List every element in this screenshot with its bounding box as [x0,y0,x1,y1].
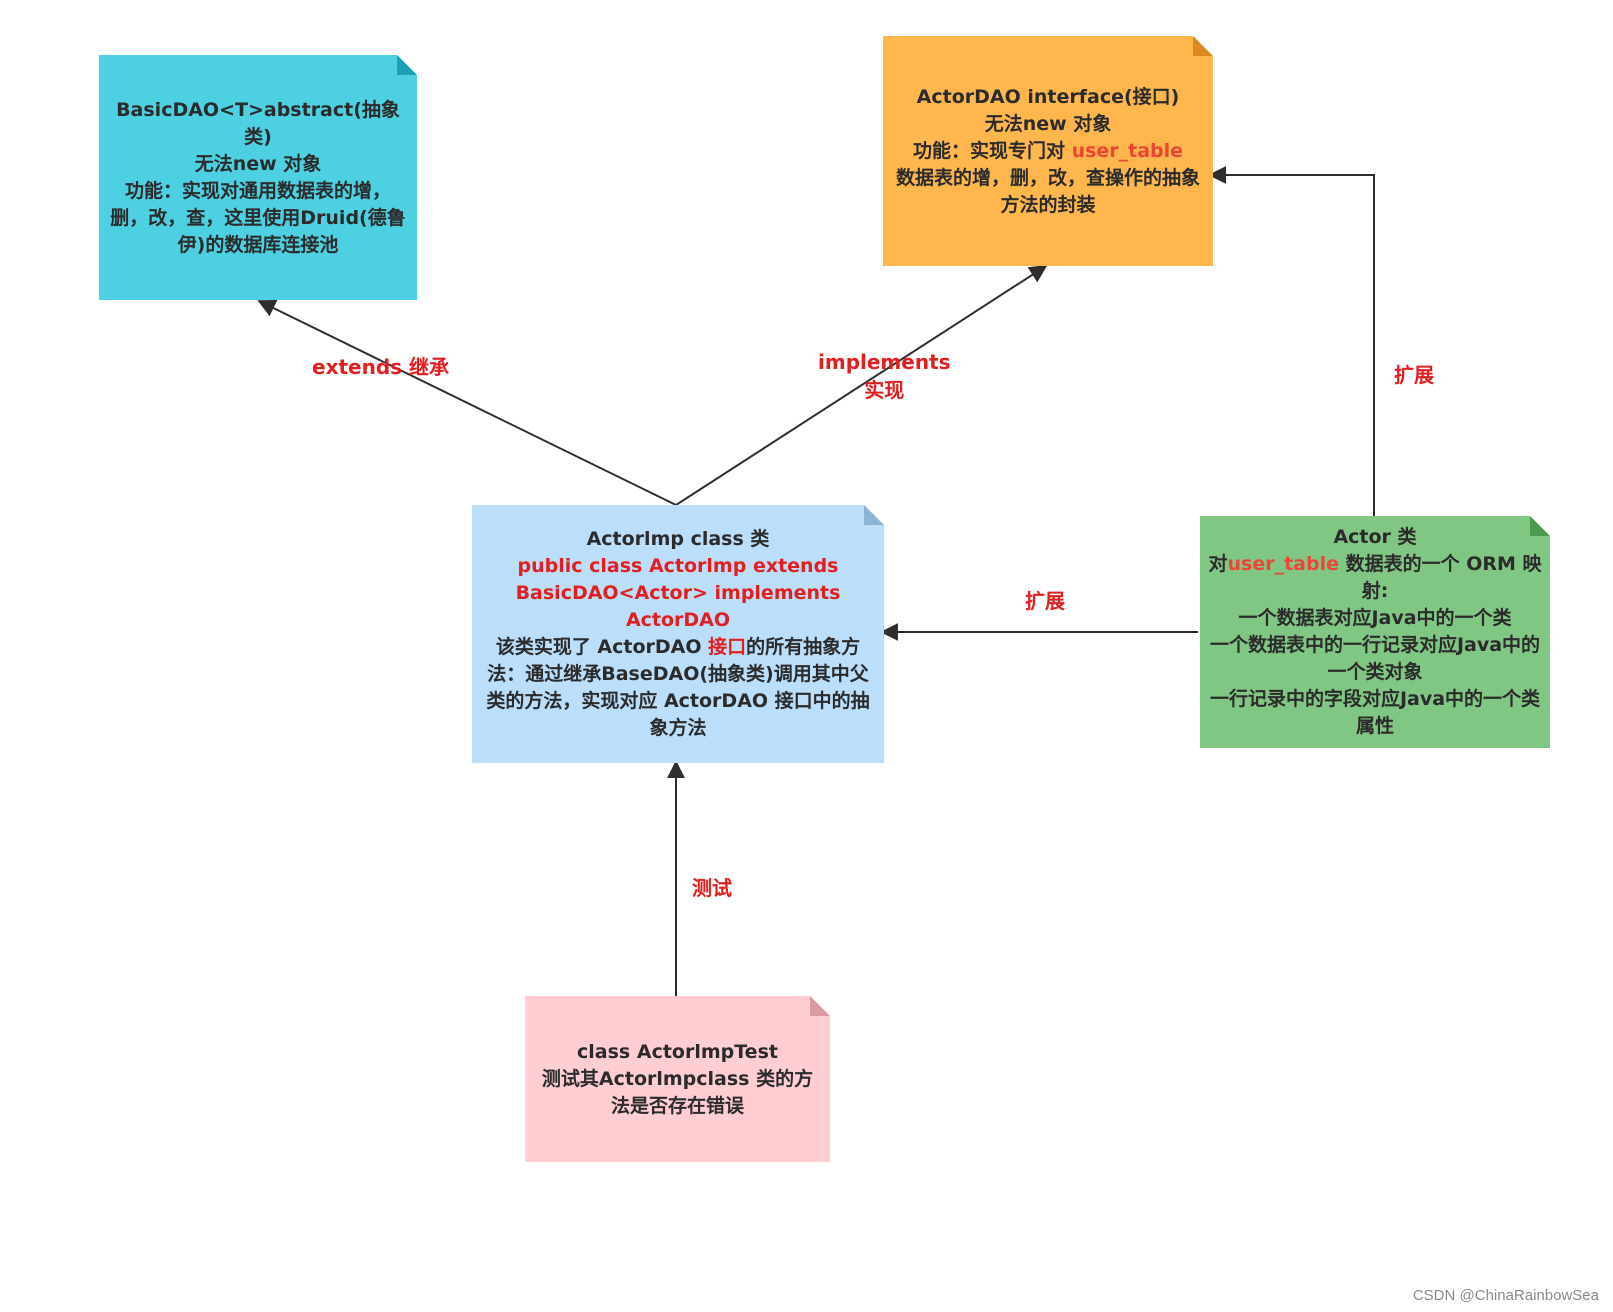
edge-label-implements: implements 实现 [818,350,951,402]
actor-imp-desc-suffix: 的所有抽象方法：通过继承BaseDAO(抽象类)调用其中父类的方法，实现对应 A… [486,636,870,739]
actor-dao-table-highlight: user_table [1071,139,1184,162]
actor-imp-test-description: 测试其Actorlmpclass 类的方法是否存在错误 [541,1067,814,1117]
actor-mapping-class: 一个数据表对应Java中的一个类 [1238,607,1512,629]
edge-label-extend-right: 扩展 [1394,363,1434,387]
basic-dao-title: BasicDAO<T>abstract(抽象类) [116,98,400,148]
note-fold [810,996,830,1016]
edge-label-extends: extends 继承 [312,355,450,379]
actor-imp-text: Actorlmp class 类 public class Actorlmp e… [480,505,876,763]
actor-imp-title: Actorlmp class 类 [586,528,770,550]
actor-imp-test-note: class ActorlmpTest 测试其Actorlmpclass 类的方法… [525,996,830,1162]
actor-orm-suffix: 数据表的一个 ORM 映射: [1338,553,1542,602]
note-body [99,55,417,300]
actor-imp-interface-highlight: 接口 [708,636,747,658]
actor-dao-no-new: 无法new 对象 [984,112,1112,135]
note-body [1200,516,1550,748]
basic-dao-text: BasicDAO<T>abstract(抽象类) 无法new 对象 功能：实现对… [107,55,409,300]
note-fold [864,505,884,525]
actor-dao-function-cont: 数据表的增，删，改，查操作的抽象方法的封装 [895,166,1200,216]
note-fold [1530,516,1550,536]
actor-dao-title: ActorDAO interface(接口) [916,85,1180,108]
edge-label-extend-mid: 扩展 [1025,589,1065,613]
edge-implements [675,265,1048,506]
note-shape [883,36,1213,266]
watermark: CSDN @ChinaRainbowSea [1412,1287,1599,1304]
edge-actor-to-actordao [1208,166,1375,518]
note-shape [1200,516,1550,748]
actor-dao-note: ActorDAO interface(接口) 无法new 对象 功能：实现专门对… [883,36,1213,266]
actor-imp-note: Actorlmp class 类 public class Actorlmp e… [472,505,884,763]
note-body [525,996,830,1162]
edge-label-test: 测试 [692,876,732,900]
basic-dao-no-new: 无法new 对象 [194,152,322,175]
actor-imp-test-text: class ActorlmpTest 测试其Actorlmpclass 类的方法… [533,996,822,1162]
actor-text: Actor 类 对user_table 数据表的一个 ORM 映射: 一个数据表… [1208,516,1542,748]
actor-orm: 对user_table 数据表的一个 ORM 映射: [1208,551,1542,605]
actor-title: Actor 类 [1333,526,1417,548]
note-body [472,505,884,763]
actor-imp-declaration: public class Actorlmp extends BasicDAO<A… [515,555,841,631]
basic-dao-note: BasicDAO<T>abstract(抽象类) 无法new 对象 功能：实现对… [99,55,417,300]
edge-extends [257,300,677,506]
actor-orm-prefix: 对 [1208,553,1228,575]
note-shape [472,505,884,763]
note-fold [397,55,417,75]
basic-dao-function: 功能：实现对通用数据表的增，删，改，查，这里使用Druid(德鲁伊)的数据库连接… [110,179,406,256]
actor-mapping-attribute: 一行记录中的字段对应Java中的一个类属性 [1209,688,1541,737]
actor-dao-function: 功能：实现专门对 user_table [913,138,1183,165]
note-shape [525,996,830,1162]
actor-imp-test-title: class ActorlmpTest [577,1040,778,1063]
actor-imp-description: 该类实现了 ActorDAO 接口的所有抽象方法：通过继承BaseDAO(抽象类… [480,634,876,742]
note-fold [1193,36,1213,56]
actor-dao-function-prefix: 功能：实现专门对 [912,139,1072,162]
actor-dao-text: ActorDAO interface(接口) 无法new 对象 功能：实现专门对… [891,36,1205,266]
note-body [883,36,1213,266]
actor-mapping-object: 一个数据表中的一行记录对应Java中的一个类对象 [1209,634,1541,683]
actor-imp-desc-prefix: 该类实现了 ActorDAO [495,636,709,658]
actor-note: Actor 类 对user_table 数据表的一个 ORM 映射: 一个数据表… [1200,516,1550,748]
note-shape [99,55,417,300]
actor-table-highlight: user_table [1227,553,1339,575]
